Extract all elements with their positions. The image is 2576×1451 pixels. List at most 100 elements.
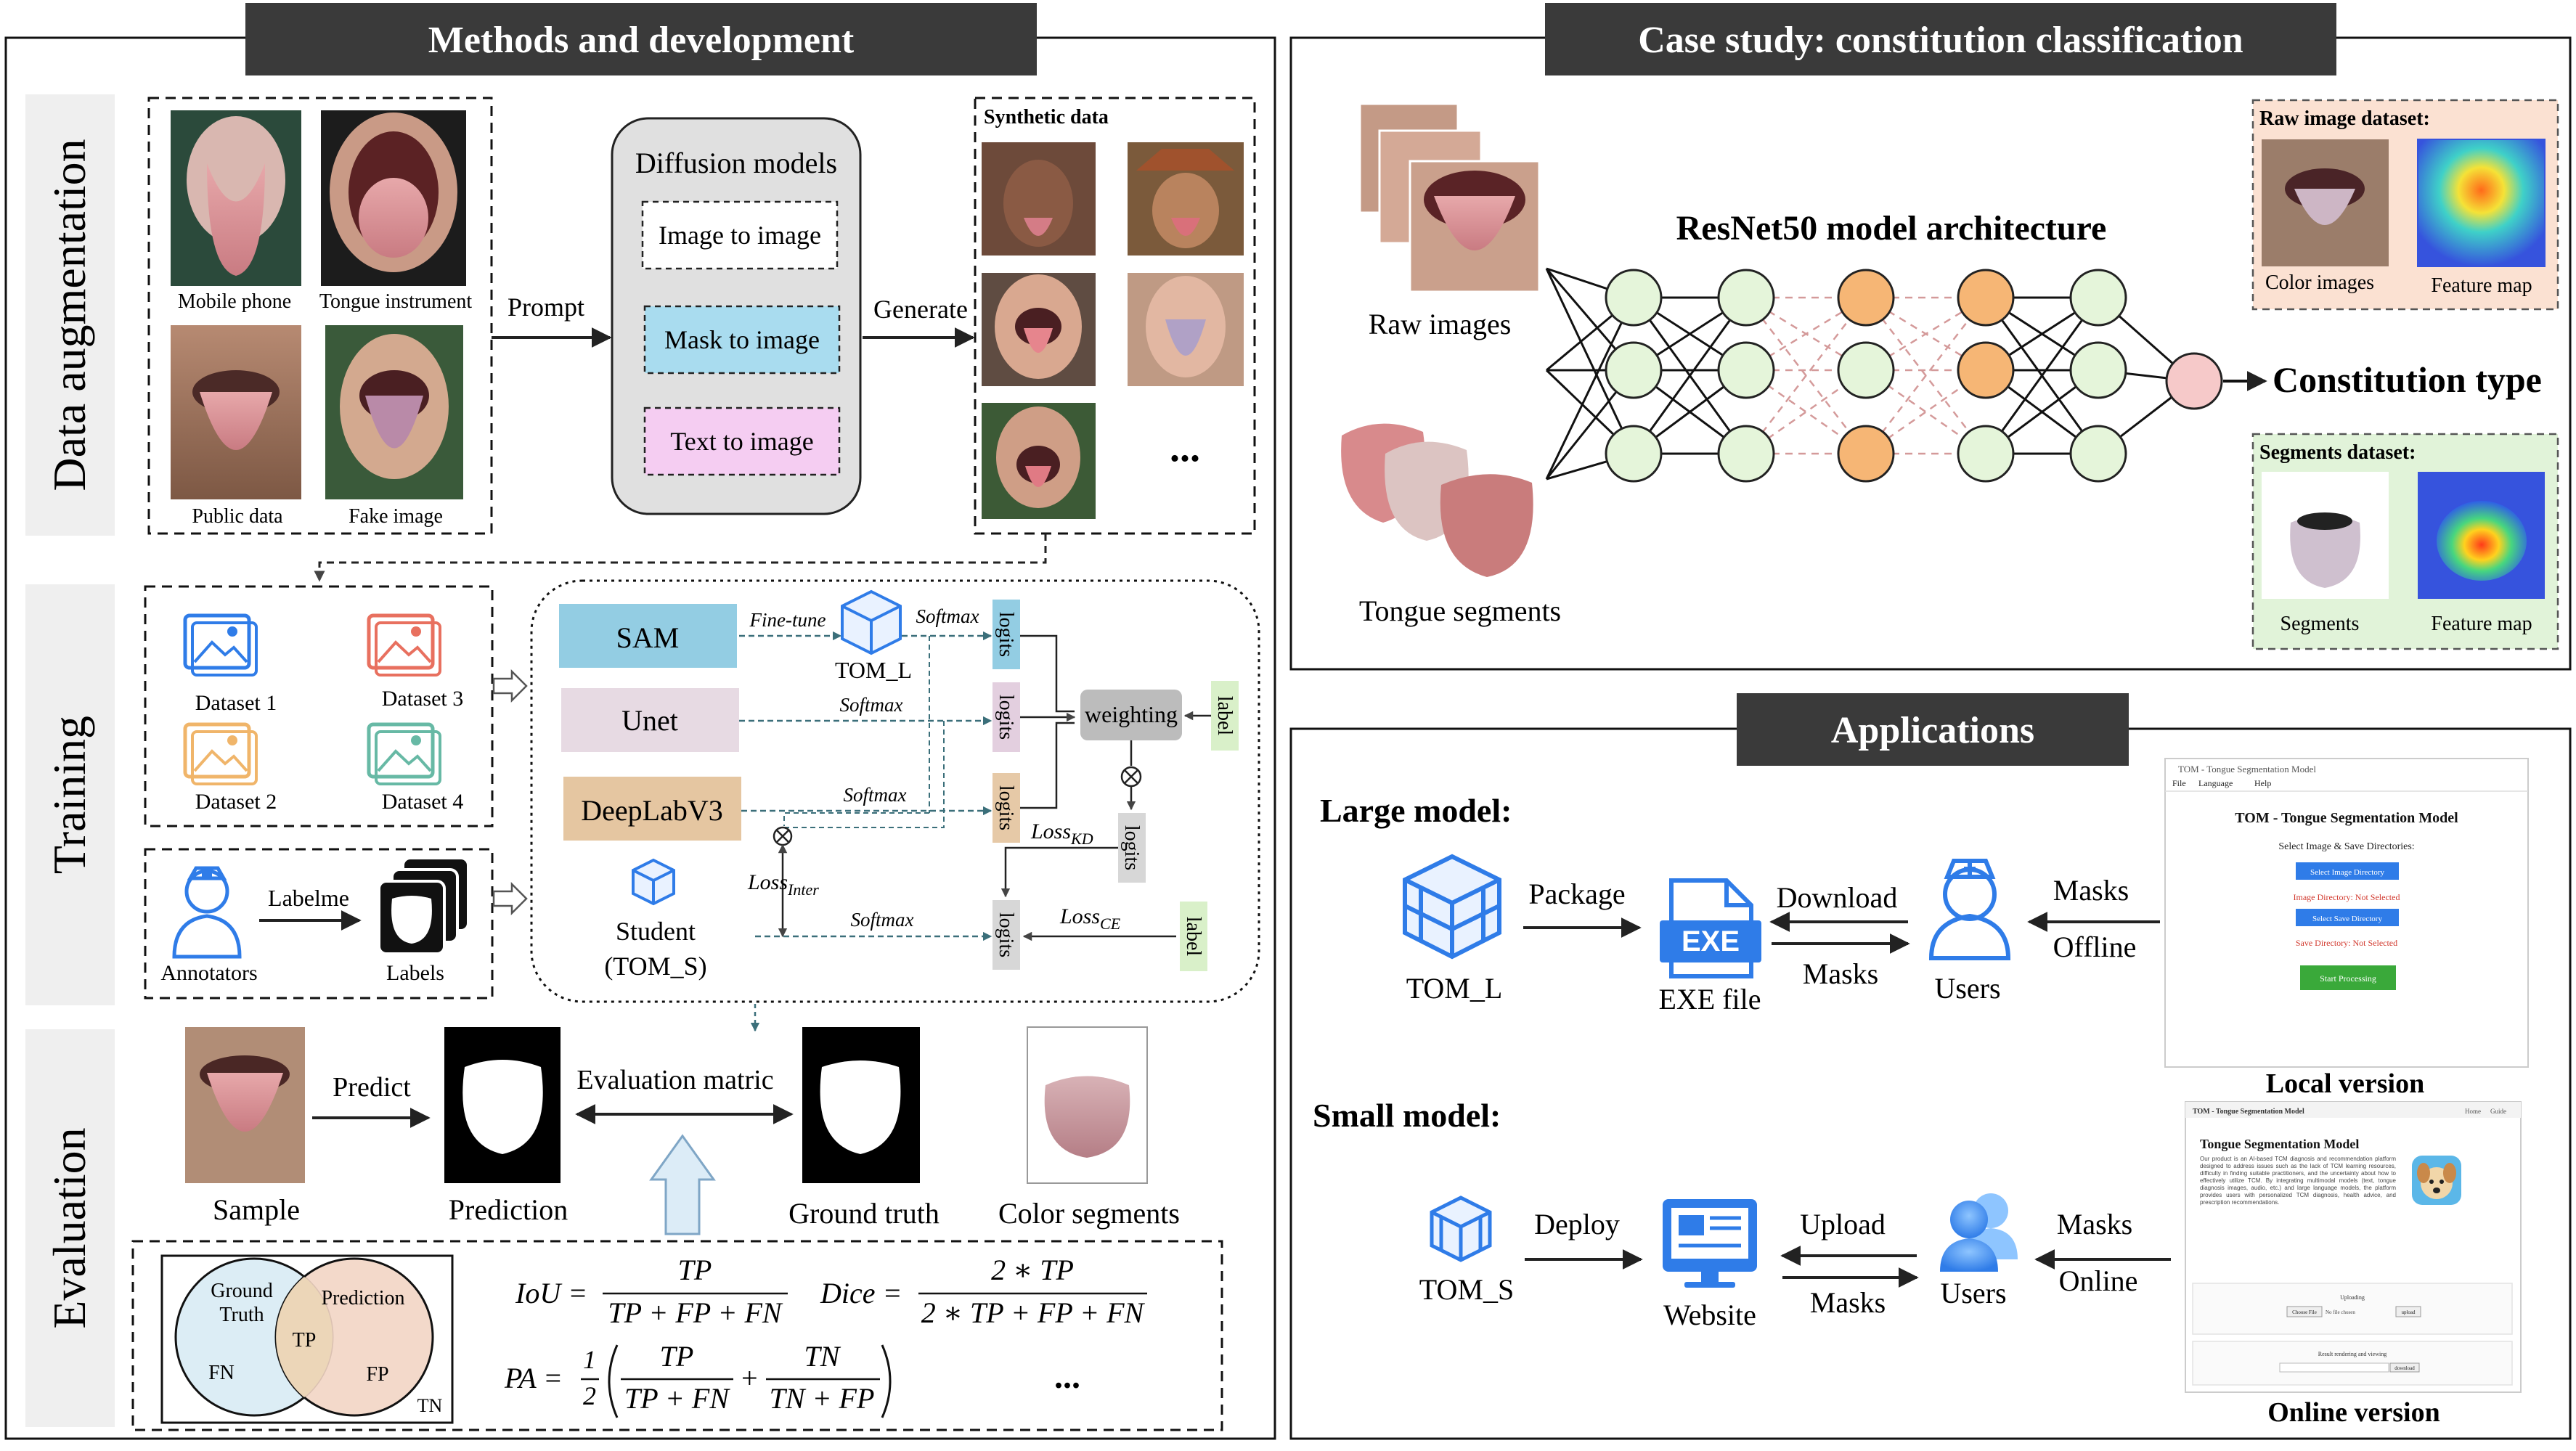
dice-den: 2 ∗ TP + FP + FN [921, 1296, 1146, 1329]
local-sub: Select Image & Save Directories: [2278, 841, 2414, 852]
local-menu-help[interactable]: Help [2254, 778, 2271, 788]
prompt-label: Prompt [508, 293, 584, 322]
student-name: (TOM_S) [604, 952, 706, 981]
online-nav-home[interactable]: Home [2465, 1108, 2481, 1115]
online-nav-guide[interactable]: Guide [2490, 1108, 2506, 1115]
loss-ce-sub: CE [1100, 915, 1121, 933]
source-image-instrument [321, 110, 466, 286]
applications-title: Applications [1831, 710, 2034, 751]
loss-ce: LossCE [1059, 904, 1121, 933]
loss-kd-main: Loss [1030, 819, 1071, 843]
logits-teacher [1118, 813, 1146, 883]
website-label: Website [1663, 1299, 1756, 1331]
seg-dataset-segment-image [2262, 472, 2389, 599]
online-heading: Tongue Segmentation Model [2200, 1137, 2359, 1151]
source-label-instrument: Tongue instrument [319, 290, 473, 313]
tom-l-label: TOM_L [835, 657, 912, 683]
package-label: Package [1528, 878, 1625, 910]
ground-truth-mask [802, 1027, 920, 1183]
raw-dataset-title: Raw image dataset: [2259, 107, 2430, 130]
tongue-segments-stack [1341, 423, 1533, 577]
diffusion-item-text [643, 406, 841, 476]
unet-label: Unet [621, 704, 678, 737]
dataset-3-icon [367, 613, 441, 677]
app-tom-l-label: TOM_L [1406, 972, 1503, 1005]
offline-label: Offline [2053, 931, 2137, 963]
local-btn-start[interactable]: Start Processing [2320, 973, 2376, 984]
small-model-label: Small model: [1313, 1097, 1501, 1134]
label-bottom-text: label [1182, 917, 1205, 957]
loss-kd: LossKD [1030, 819, 1093, 848]
online-download-button[interactable]: download [2394, 1365, 2415, 1371]
labelme-label: Labelme [268, 885, 349, 911]
methods-panel: Methods and development Data augmentatio… [4, 3, 1276, 1440]
unet-box [561, 688, 739, 752]
iou-lhs: IoU = [515, 1277, 587, 1309]
doctor-user-icon [1928, 859, 2011, 960]
logits-sam [993, 600, 1020, 669]
softmax-4: Softmax [851, 909, 914, 931]
constitution-type-label: Constitution type [2273, 359, 2542, 400]
users-group-icon [1940, 1193, 2018, 1272]
formula-more: ... [1054, 1357, 1080, 1396]
logits-student-label: logits [995, 912, 1017, 957]
tom-s-app-cube-icon [1430, 1195, 1492, 1262]
pa-den1: TP + FN [624, 1382, 730, 1415]
upload-label: Upload [1800, 1208, 1886, 1240]
local-menu-file[interactable]: File [2172, 778, 2186, 788]
pa-num2: TN [804, 1340, 841, 1373]
applications-panel: Applications Large model: TOM_L Package … [1289, 693, 2572, 1440]
local-menu-language[interactable]: Language [2198, 778, 2233, 788]
raw-dataset-left-label: Color images [2265, 271, 2374, 294]
synthetic-image-1 [982, 142, 1096, 256]
weighting-label: weighting [1085, 701, 1178, 727]
local-btn-image[interactable]: Select Image Directory [2310, 868, 2385, 877]
small-masks-in: Masks [2057, 1208, 2132, 1240]
softmax-2: Softmax [840, 694, 903, 716]
pa-den2: TN + FP [770, 1382, 875, 1415]
synthetic-more: ... [1170, 425, 1200, 470]
venn-tp: TP [293, 1329, 317, 1352]
labels-icon [378, 857, 470, 955]
local-heading: TOM - Tongue Segmentation Model [2235, 810, 2458, 826]
online-choose-file[interactable]: Choose File [2292, 1309, 2317, 1315]
ground-truth-label: Ground truth [788, 1197, 939, 1230]
source-image-fake [325, 325, 463, 499]
venn-pred: Prediction [321, 1287, 404, 1309]
venn-fn: FN [208, 1362, 235, 1384]
tom-s-cube-icon [632, 858, 675, 906]
online-version-label: Online version [2267, 1397, 2440, 1428]
label-bottom [1180, 902, 1207, 971]
metrics-box [131, 1240, 1223, 1431]
deploy-label: Deploy [1534, 1208, 1620, 1240]
annotator-icon [172, 866, 242, 959]
app-tom-s-label: TOM_S [1419, 1273, 1514, 1306]
case-study-title: Case study: constitution classification [1638, 20, 2243, 61]
large-model-label: Large model: [1320, 792, 1512, 829]
synthetic-image-2 [1128, 142, 1244, 256]
download-label: Download [1777, 881, 1898, 914]
exe-file-label: EXE file [1658, 983, 1761, 1015]
logits-unet [993, 682, 1020, 752]
pa-lhs: PA = [504, 1362, 563, 1394]
diffusion-item-text-label: Text to image [670, 427, 813, 456]
pa-half-num: 1 [583, 1345, 596, 1374]
finetune-label: Fine-tune [749, 609, 826, 631]
sam-box [559, 604, 737, 668]
label-top-text: label [1213, 696, 1236, 736]
dataset-1-label: Dataset 1 [195, 691, 277, 715]
raw-dataset-right-label: Feature map [2431, 274, 2532, 297]
model-architecture-title: ResNet50 model architecture [1676, 209, 2107, 248]
source-label-mobile: Mobile phone [178, 290, 291, 313]
logits-deeplab-label: logits [995, 785, 1017, 830]
iou-num: TP [678, 1254, 712, 1286]
label-top [1211, 681, 1239, 751]
online-upload-button[interactable]: upload [2401, 1309, 2416, 1315]
local-btn-save[interactable]: Select Save Directory [2312, 915, 2382, 923]
local-version-window: TOM - Tongue Segmentation Model File Lan… [2164, 758, 2529, 1068]
synthetic-image-4 [1128, 273, 1244, 386]
dataset-4-icon [367, 722, 441, 785]
large-masks-back: Masks [1803, 957, 1878, 990]
synthetic-image-3 [982, 273, 1096, 386]
dataset-2-icon [183, 722, 258, 785]
